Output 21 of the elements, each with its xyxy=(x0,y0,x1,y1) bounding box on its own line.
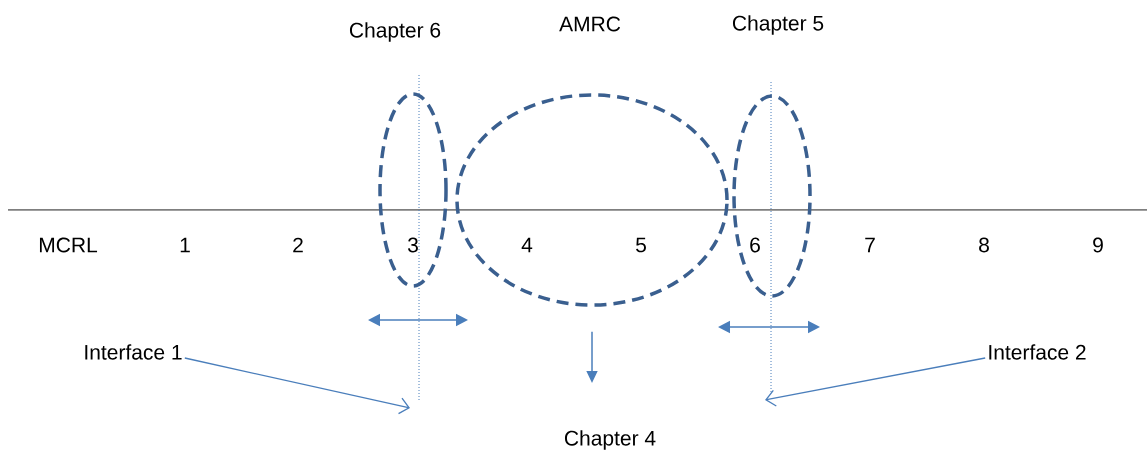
dashed-ellipse xyxy=(732,94,812,298)
node-label: Interface 1 xyxy=(85,344,182,360)
scale-label: 8 xyxy=(979,237,989,253)
chapter-label: AMRC xyxy=(559,16,621,32)
scale-label: 2 xyxy=(293,237,303,253)
node-label: Chapter 4 xyxy=(564,430,656,450)
scale-label: 5 xyxy=(636,237,646,253)
scale-label: 9 xyxy=(1093,237,1103,253)
dashed-ellipse xyxy=(378,92,448,288)
chapter-label: Chapter 6 xyxy=(349,22,441,42)
scale-label: 6 xyxy=(750,237,760,253)
scale-label: 7 xyxy=(865,237,875,253)
scale-label: 3 xyxy=(407,237,418,253)
scale-label: 4 xyxy=(521,237,533,253)
node-label: Interface 2 xyxy=(989,344,1086,360)
chapter-label: Chapter 5 xyxy=(732,15,824,35)
dashed-ellipse xyxy=(455,93,729,307)
scale-label: MCRL xyxy=(39,237,98,253)
leader-arrow xyxy=(765,357,986,407)
leader-arrow xyxy=(184,357,410,415)
scale-label: 1 xyxy=(180,237,190,253)
